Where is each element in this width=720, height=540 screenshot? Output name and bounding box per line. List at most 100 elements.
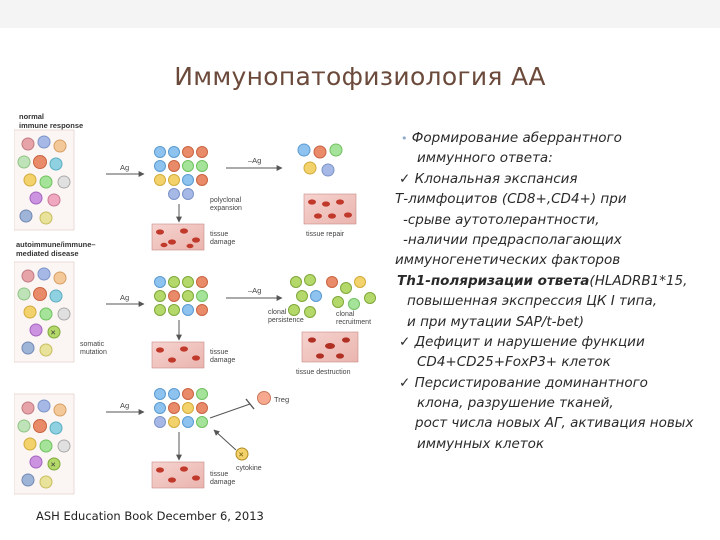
lymphocyte-cell (29, 191, 43, 205)
lymphocyte-cell (154, 276, 166, 288)
text-line: иммуногенетических факторов (395, 252, 621, 269)
antigen-label: Ag (120, 293, 129, 302)
expanded-cells (154, 388, 208, 428)
tissue-destruction-label: tissue destruction (296, 369, 351, 376)
mutated-cell (168, 304, 180, 316)
lymphocyte-cell (348, 298, 360, 310)
lymphocyte-cell (21, 341, 35, 355)
somatic-mutation-label: mutation (80, 349, 107, 356)
lymphocyte-cell (354, 276, 366, 288)
tissue-repair-label: tissue repair (306, 231, 345, 238)
lymphocyte-cell (168, 290, 180, 302)
lymphocyte-cell (168, 402, 180, 414)
lymphocyte-cell (39, 343, 53, 357)
check-icon: ✓ (399, 374, 411, 391)
lymphocyte-cell (23, 173, 37, 187)
lymphocyte-cell (196, 402, 208, 414)
tissue-damage-image (151, 341, 205, 369)
lymphocyte-cell (196, 388, 208, 400)
lymphocyte-cell (21, 401, 35, 415)
slide-title: Иммунопатофизиология АА (174, 62, 546, 91)
lymphocyte-cell (196, 174, 208, 186)
lymphocyte-cell (310, 290, 322, 302)
mutated-cell (364, 292, 376, 304)
lymphocyte-cell (168, 388, 180, 400)
mutated-cell (47, 325, 61, 339)
tissue-damage-label: tissue (210, 231, 228, 238)
lymphocyte-cell (297, 143, 311, 157)
source-caption: ASH Education Book December 6, 2013 (36, 509, 264, 523)
text-line: ✓ Персистирование доминантного (399, 374, 648, 391)
lymphocyte-cell (33, 155, 47, 169)
lymphocyte-cell (39, 307, 53, 321)
lymphocyte-cell (196, 416, 208, 428)
lymphocyte-cell (154, 402, 166, 414)
treg-cell (257, 391, 271, 405)
persistent-clone-cells (288, 274, 376, 318)
text-line: -срыве аутотолерантности, (403, 211, 600, 228)
lymphocyte-cell (39, 475, 53, 489)
mutated-cell (332, 296, 344, 308)
lymphocyte-cell (33, 419, 47, 433)
svg-text:×: × (51, 460, 56, 470)
antigen-removed-label: –Ag (248, 156, 261, 165)
top-band (0, 0, 720, 28)
treg-label: Treg (274, 395, 289, 404)
expanded-cells (154, 276, 208, 316)
text-line: ✓ Клональная экспансия (399, 170, 578, 187)
lymphocyte-cell (326, 276, 338, 288)
lymphocyte-cell (168, 160, 180, 172)
clonal-recruitment-label: clonal (336, 311, 355, 318)
lymphocyte-cell (29, 323, 43, 337)
cell-cluster (17, 135, 71, 225)
lymphocyte-cell (49, 421, 63, 435)
text-line: иммунного ответа: (417, 150, 553, 167)
mutated-cell (182, 290, 194, 302)
lymphocyte-cell (37, 399, 51, 413)
text-line: CD4+CD25+FoxP3+ клеток (417, 354, 611, 371)
tissue-damage-image (151, 223, 205, 251)
lymphocyte-cell (17, 287, 31, 301)
mutated-cell (288, 304, 300, 316)
lymphocyte-cell (182, 304, 194, 316)
lymphocyte-cell (17, 419, 31, 433)
lymphocyte-cell (182, 402, 194, 414)
mutated-cell (168, 276, 180, 288)
text-line: ✓ Дефицит и нарушение функции (399, 333, 645, 350)
lymphocyte-cell (57, 439, 71, 453)
text-line: рост числа новых АГ, активация новых (415, 415, 694, 432)
resting-cells (297, 143, 343, 177)
tissue-damage-label: tissue (210, 471, 228, 478)
lymphocyte-cell (154, 388, 166, 400)
lymphocyte-cell (168, 416, 180, 428)
text-line: Th1-поляризации ответа(HLADRB1*15, (397, 272, 688, 289)
lymphocyte-cell (196, 290, 208, 302)
lymphocyte-cell (17, 155, 31, 169)
text-line: иммунных клеток (417, 435, 545, 452)
text-line: Т-лимфоцитов (CD8+,CD4+) при (395, 191, 627, 208)
panel-mid-label: autoimmune/immune– (16, 240, 96, 249)
tissue-damage-label: damage (210, 479, 235, 486)
panel-top-label: normal (19, 112, 44, 121)
lymphocyte-cell (49, 289, 63, 303)
lymphocyte-cell (29, 455, 43, 469)
mutated-cell (304, 274, 316, 286)
text-line: клона, разрушение тканей, (417, 395, 614, 412)
text-line: и при мутации SAP/t-bet) (407, 313, 584, 330)
lymphocyte-cell (168, 146, 180, 158)
lymphocyte-cell (196, 276, 208, 288)
panel-mid-label: mediated disease (16, 249, 79, 258)
svg-text:×: × (51, 328, 56, 338)
lymphocyte-cell (196, 304, 208, 316)
lymphocyte-cell (182, 146, 194, 158)
cell-cluster: × (17, 267, 71, 357)
clonal-recruitment-label: recruitment (336, 319, 371, 326)
lymphocyte-cell (47, 193, 61, 207)
tissue-repair-image (303, 193, 357, 225)
lymphocyte-cell (154, 174, 166, 186)
clonal-persistence-label: persistence (268, 317, 304, 324)
check-icon: ✓ (399, 170, 411, 187)
lymphocyte-cell (53, 403, 67, 417)
antigen-label: Ag (120, 163, 129, 172)
lymphocyte-cell (21, 473, 35, 487)
